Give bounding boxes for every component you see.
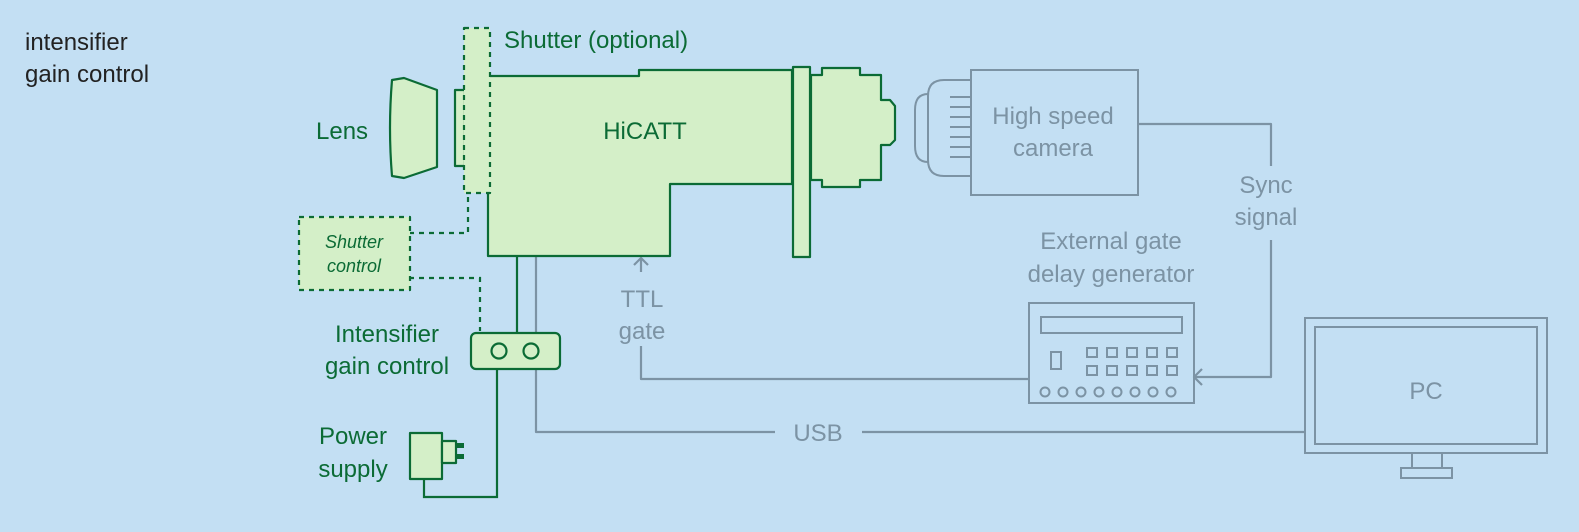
corner-note-line-1: intensifier [25,29,128,56]
power-cable [422,369,499,499]
delay-generator-label-line-1: External gate [1040,228,1181,255]
usb-label: USB [793,420,842,447]
power-supply-label-line-1: Power [319,423,387,450]
delay-generator-box [1028,302,1195,404]
sync-signal-cable-top [1138,122,1273,166]
gain-control-label-line-1: Intensifier [335,321,439,348]
lens-label: Lens [316,118,368,145]
ttl-gate-label-line-1: TTL [621,286,664,313]
camera-lens-mount [914,93,929,163]
camera-adapter [927,79,971,177]
ttl-gate-arrow [633,256,649,272]
gain-control-label-line-2: gain control [325,353,449,380]
power-supply-icon [408,431,444,481]
shutter-control-link [409,192,470,235]
power-supply-label-line-2: supply [318,456,387,483]
delay-generator-connectors [1039,386,1177,398]
shutter-optional [462,26,492,195]
shutter-control-gain-link [409,276,482,331]
shutter-control-label-line-2: control [327,256,382,276]
camera-adapter-ridges [950,96,971,158]
ttl-gate-label-line-2: gate [619,318,666,345]
hicatt-relay-optics [809,66,897,189]
shutter-control-box [297,215,412,292]
delay-generator-display [1040,316,1183,334]
shutter-optional-label: Shutter (optional) [504,27,688,54]
plug-pin-2 [457,454,464,459]
ttl-gate-cable [639,346,1029,381]
pc-monitor-stand [1400,467,1453,479]
hicatt-body [486,68,794,258]
gain-knob-1 [490,342,508,360]
high-speed-camera-box [970,69,1139,196]
corner-note-line-2: gain control [25,61,149,88]
delay-generator-switch [1050,351,1062,370]
pc-monitor-screen [1314,326,1538,445]
hicatt-flange [791,65,812,259]
gain-control-box [469,331,562,371]
pc-label: PC [1409,378,1442,405]
sync-signal-label-line-2: signal [1235,204,1298,231]
pc-monitor-neck [1411,453,1443,468]
camera-label-line-2: camera [1013,135,1094,162]
plug-pin-1 [457,443,464,448]
pc-monitor-frame [1304,317,1548,454]
usb-cable-left [534,256,775,434]
sync-signal-label-line-1: Sync [1239,172,1292,199]
camera-label-line-1: High speed [992,103,1113,130]
gain-knob-2 [522,342,540,360]
shutter-control-label-line-1: Shutter [325,232,384,252]
delay-generator-keypad [1086,347,1178,376]
sync-signal-cable-bottom [1194,240,1273,379]
power-plug [440,439,458,465]
hicatt-label: HiCATT [603,118,687,145]
lens-icon [388,76,439,180]
delay-generator-label-line-2: delay generator [1028,261,1195,288]
